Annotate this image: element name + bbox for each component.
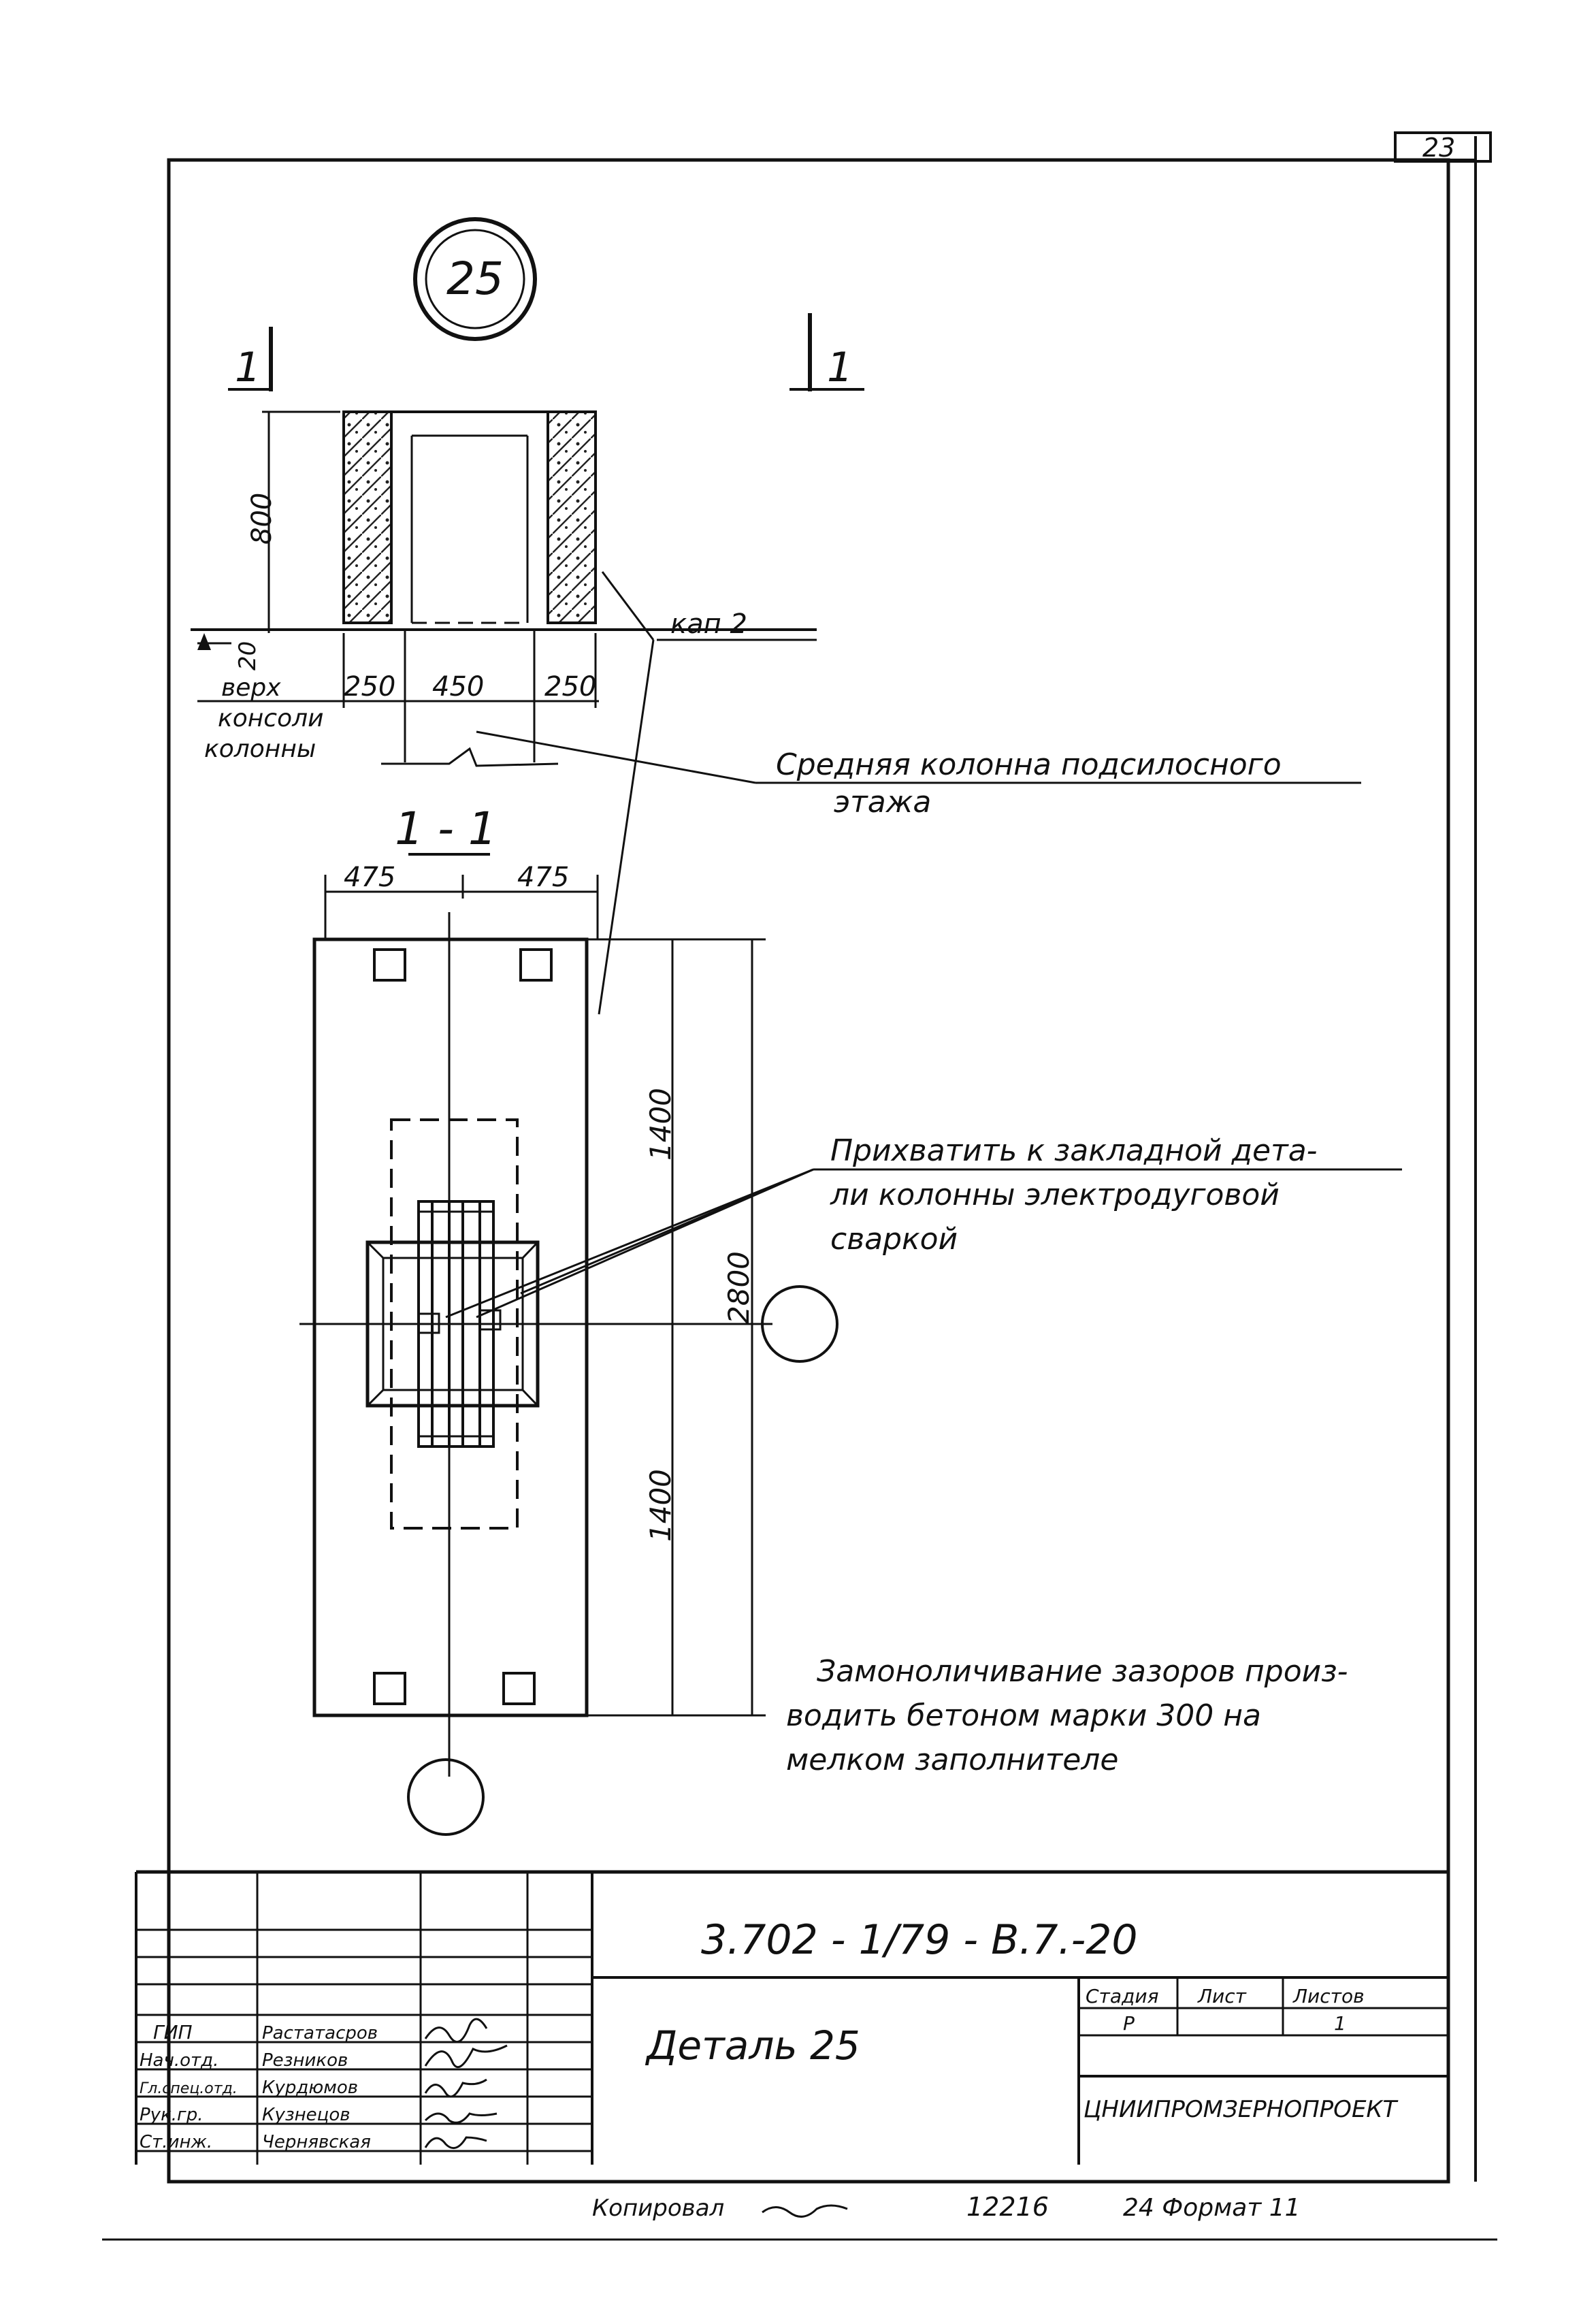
role-4: Рук.гр. xyxy=(140,2105,203,2125)
column-leader xyxy=(476,730,756,784)
dim-1400-top: 1400 xyxy=(644,1088,677,1161)
section-mark-left xyxy=(228,327,273,391)
label-kap: кап 2 xyxy=(670,609,747,640)
plan-1-1 xyxy=(299,912,772,1777)
signatures xyxy=(424,2018,508,2150)
label-weld-3: сваркой xyxy=(830,1222,958,1257)
dim-450: 450 xyxy=(432,671,484,702)
weld-leaders xyxy=(445,1168,1402,1319)
org-name: ЦНИИПРОМЗЕРНОПРОЕКТ xyxy=(1084,2096,1399,2123)
kap-leader xyxy=(598,571,817,1015)
stage-value: Р xyxy=(1123,2012,1135,2035)
dim-2800: 2800 xyxy=(722,1251,755,1324)
axis-bubble-bottom xyxy=(407,1758,485,1836)
section-mark-left-label: 1 xyxy=(235,344,261,391)
name-1: Растатасров xyxy=(262,2023,378,2043)
copier-signature xyxy=(762,2204,848,2218)
name-4: Кузнецов xyxy=(262,2105,351,2125)
label-top-console-1: верх xyxy=(221,674,281,702)
section-mark-right xyxy=(789,313,864,391)
dim-1400-bottom: 1400 xyxy=(644,1469,677,1542)
detail-bubble-number: 25 xyxy=(446,253,504,305)
role-1: ГИП xyxy=(153,2021,193,2043)
sheets-header: Листов xyxy=(1292,1985,1365,2007)
label-grout-1: Замоноличивание зазоров произ- xyxy=(817,1654,1348,1689)
dim-800: 800 xyxy=(246,493,278,545)
section-title: 1 - 1 xyxy=(395,803,497,855)
sheet-header: Лист xyxy=(1197,1985,1247,2007)
plan-top-dimensions xyxy=(324,875,599,939)
role-3: Гл.спец.отд. xyxy=(140,2080,238,2097)
label-weld-2: ли колонны электродуговой xyxy=(830,1178,1280,1212)
format-label: 24 Формат 11 xyxy=(1123,2194,1301,2222)
label-top-console-3: колонны xyxy=(204,735,316,763)
dim-250-right: 250 xyxy=(544,671,596,702)
plan-right-dimensions xyxy=(585,938,766,1717)
name-3: Курдюмов xyxy=(262,2078,358,2098)
elevation-dimensions xyxy=(197,410,599,708)
detail-bubble xyxy=(413,217,537,341)
dim-250-left: 250 xyxy=(344,671,395,702)
sheets-value: 1 xyxy=(1334,2012,1346,2035)
name-5: Чернявская xyxy=(262,2132,371,2152)
section-mark-right-label: 1 xyxy=(827,344,853,391)
name-2: Резников xyxy=(262,2050,348,2071)
copy-number: 12216 xyxy=(966,2192,1049,2222)
dim-20: 20 xyxy=(234,641,261,670)
doc-code: 3.702 - 1/79 - В.7.-20 xyxy=(701,1916,1138,1964)
sheet-title: Деталь 25 xyxy=(645,2022,860,2069)
label-grout-2: водить бетоном марки 300 на xyxy=(786,1698,1261,1733)
axis-bubble-right xyxy=(761,1285,838,1363)
page-number: 23 xyxy=(1422,133,1455,163)
stage-header: Стадия xyxy=(1086,1985,1158,2007)
dim-475-right: 475 xyxy=(517,862,569,893)
label-top-console-2: консоли xyxy=(218,705,324,732)
label-grout-3: мелком заполнителе xyxy=(786,1743,1119,1777)
copy-note: Копировал xyxy=(592,2195,724,2222)
dim-475-left: 475 xyxy=(344,862,395,893)
label-column-2: этажа xyxy=(834,785,931,820)
label-column-1: Средняя колонна подсилосного xyxy=(776,747,1282,782)
page-number-box xyxy=(1394,131,1492,163)
role-2: Нач.отд. xyxy=(140,2050,218,2071)
cap-elevation xyxy=(191,410,817,767)
role-5: Ст.инж. xyxy=(140,2132,212,2152)
title-block xyxy=(135,1870,1448,2165)
label-weld-1: Прихватить к закладной дета- xyxy=(830,1133,1318,1168)
sheet-frame xyxy=(102,131,1497,2241)
